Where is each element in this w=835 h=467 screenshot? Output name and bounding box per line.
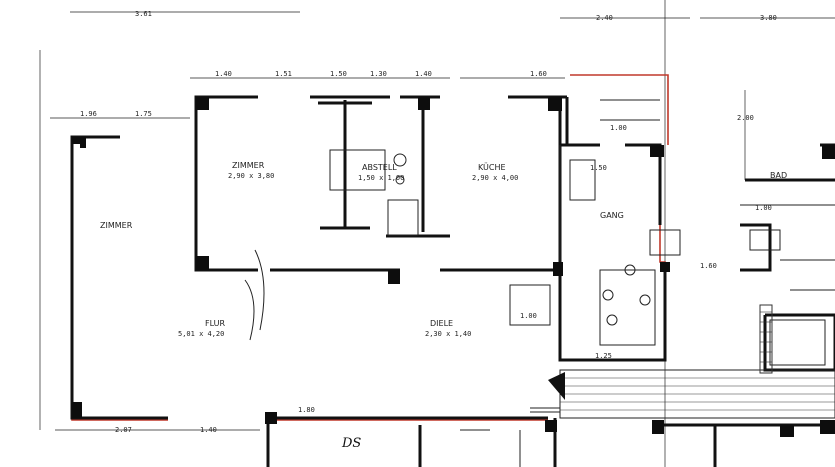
dim-1: 1.40: [215, 70, 232, 78]
dim-8: 1.75: [135, 110, 152, 118]
label-kitchen: KÜCHE: [478, 162, 506, 172]
dim-17: 1.25: [595, 352, 612, 360]
label-kitchen-size: 2,90 x 4,00: [472, 174, 518, 182]
annotation-ds: DS: [341, 436, 361, 451]
dim-top-b: 2.40: [596, 14, 613, 22]
label-stairs: GANG: [600, 211, 624, 220]
dim-10: 1.40: [200, 426, 217, 434]
dimension-lines-top: [39, 0, 835, 467]
walls: [70, 95, 835, 467]
dim-2: 1.51: [275, 70, 292, 78]
label-hall-size: 5,01 x 4,20: [178, 330, 224, 338]
dim-3: 1.50: [330, 70, 347, 78]
columns: [72, 97, 835, 437]
label-room-upper-left-size: 2,90 x 3,80: [228, 172, 274, 180]
dim-7: 1.96: [80, 110, 97, 118]
dim-13: 1.50: [590, 164, 607, 172]
dim-4: 1.30: [370, 70, 387, 78]
dim-16: 1.60: [700, 262, 717, 270]
dim-14: 2.00: [737, 114, 754, 122]
dim-9: 2.07: [115, 426, 132, 434]
dim-12: 1.00: [610, 124, 627, 132]
dim-5: 1.40: [415, 70, 432, 78]
label-left-room: ZIMMER: [100, 221, 133, 230]
dim-18: 1.00: [520, 312, 537, 320]
red-outline: [71, 74, 669, 421]
dim-15: 1.00: [755, 204, 772, 212]
dim-top-c: 3.80: [760, 14, 777, 22]
label-bath: BAD: [770, 171, 787, 180]
labels: 3.61 2.40 3.80 1.40 1.51 1.50 1.30 1.40 …: [80, 10, 787, 451]
hatched-area: [530, 304, 835, 419]
label-wc: ABSTELL: [362, 163, 397, 172]
label-right-room-size: 2,30 x 1,40: [425, 330, 471, 338]
dim-6: 1.60: [530, 70, 547, 78]
label-wc-size: 1,50 x 1,00: [358, 174, 404, 182]
label-right-room: DIELE: [430, 319, 453, 328]
dim-11: 1.80: [298, 406, 315, 414]
label-hall: FLUR: [205, 319, 226, 328]
fixtures: [244, 99, 835, 467]
label-room-upper-left: ZIMMER: [232, 161, 265, 170]
dim-top-a: 3.61: [135, 10, 152, 18]
